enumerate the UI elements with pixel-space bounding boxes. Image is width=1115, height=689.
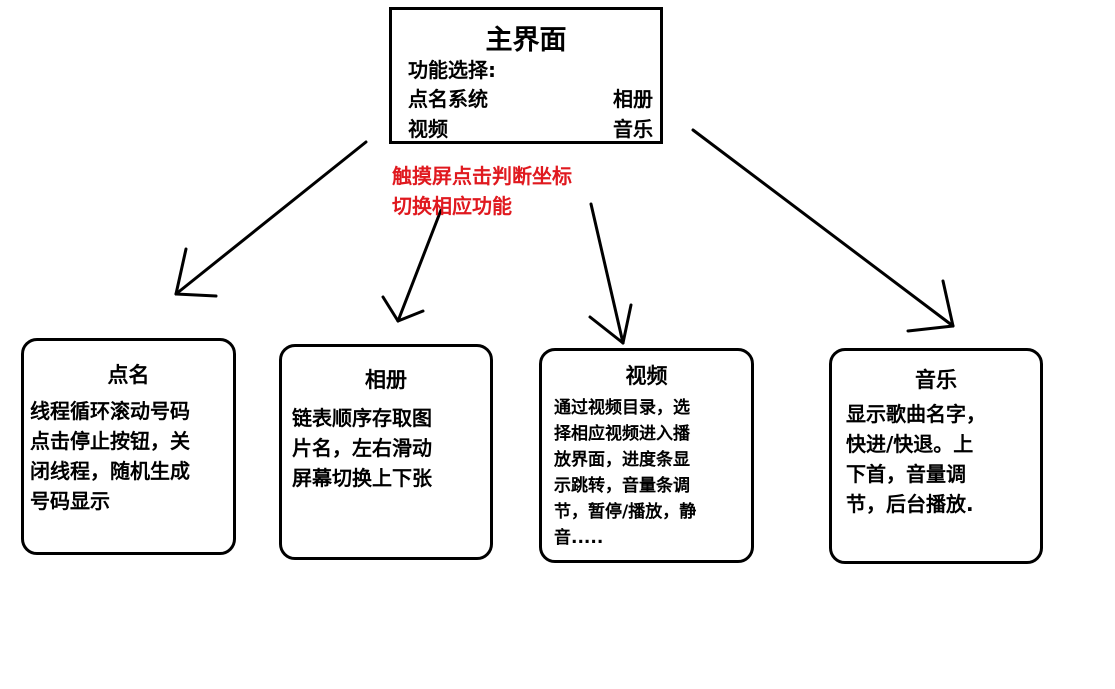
module-title-roll-call: 点名 <box>107 363 150 387</box>
touch-note-line2: 切换相应功能 <box>392 194 512 218</box>
main-screen-title: 主界面 <box>485 25 567 56</box>
arrow-to-video <box>588 202 633 345</box>
function-select-label: 功能选择: <box>408 58 496 82</box>
option-album: 相册 <box>613 87 653 111</box>
module-title-album: 相册 <box>365 368 407 392</box>
arrow-to-roll-call <box>174 140 368 298</box>
module-title-music: 音乐 <box>915 368 957 392</box>
module-body-music: 显示歌曲名字， 快进/快退。上 下首，音量调 节，后台播放. <box>846 402 986 516</box>
main-screen-box: 主界面 功能选择: 点名系统 相册 视频 音乐 <box>389 7 663 144</box>
arrow-to-album <box>381 208 443 323</box>
module-body-roll-call: 线程循环滚动号码 点击停止按钮，关 闭线程，随机生成 号码显示 <box>30 399 190 513</box>
option-roll-call: 点名系统 <box>408 87 488 111</box>
module-body-album: 链表顺序存取图 片名，左右滑动 屏幕切换上下张 <box>292 406 432 490</box>
module-card-video: 视频 通过视频目录，选 择相应视频进入播 放界面，进度条显 示跳转，音量条调 节… <box>539 348 754 563</box>
option-music: 音乐 <box>613 117 653 141</box>
touch-note-line1: 触摸屏点击判断坐标 <box>392 164 572 188</box>
module-card-roll-call: 点名 线程循环滚动号码 点击停止按钮，关 闭线程，随机生成 号码显示 <box>21 338 236 555</box>
module-body-video: 通过视频目录，选 择相应视频进入播 放界面，进度条显 示跳转，音量条调 节，暂停… <box>554 398 697 548</box>
module-card-album: 相册 链表顺序存取图 片名，左右滑动 屏幕切换上下张 <box>279 344 493 560</box>
module-title-video: 视频 <box>625 364 668 388</box>
module-card-music: 音乐 显示歌曲名字， 快进/快退。上 下首，音量调 节，后台播放. <box>829 348 1043 564</box>
arrow-to-music <box>691 128 955 333</box>
option-video: 视频 <box>408 117 448 141</box>
